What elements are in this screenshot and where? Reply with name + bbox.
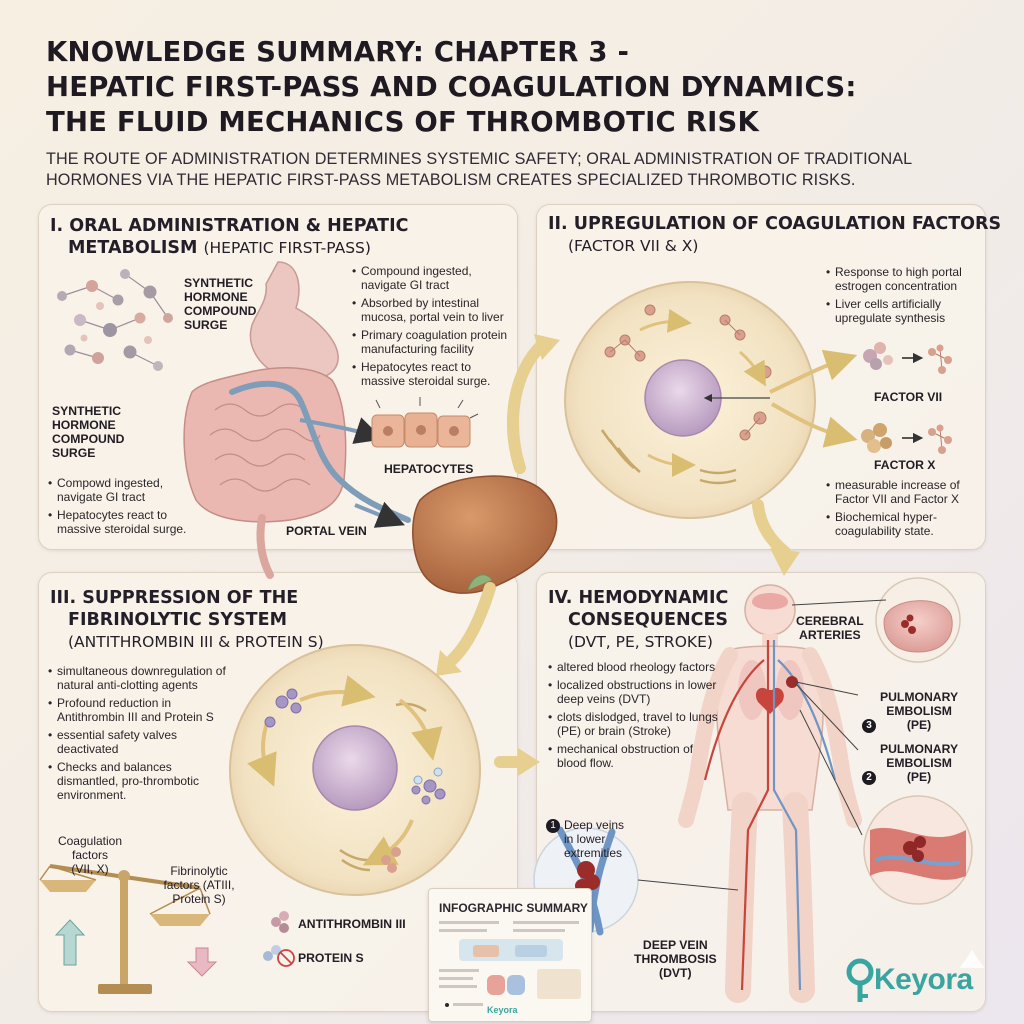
panel3-bullet-list: simultaneous downregulation of natural a…	[48, 664, 228, 806]
pe-label-2: PULMONARY EMBOLISM (PE)	[880, 742, 959, 784]
panel1-bullet: Compound ingested, navigate GI tract	[352, 264, 510, 292]
infographic-summary-thumbnail: INFOGRAPHIC SUMMARY Keyora	[428, 888, 592, 1022]
keyora-logo-mark	[846, 950, 984, 1002]
liver-illustration	[412, 475, 558, 594]
panel4-bullet: clots dislodged, travel to lungs (PE) or…	[548, 710, 720, 738]
panel4-bullet: localized obstructions in lower deep vei…	[548, 678, 720, 706]
subtitle-line-2: HORMONES VIA THE HEPATIC FIRST-PASS META…	[46, 171, 856, 189]
hepatocytes-illustration	[371, 397, 479, 448]
panel1-left-bullet: Hepatocytes react to massive steroidal s…	[48, 508, 188, 536]
panel1-heading-metabolism: METABOLISM	[68, 238, 198, 258]
coagulation-factors-label: Coagulation factors (VII, X)	[57, 834, 123, 876]
panel1-bullet: Primary coagulation protein manufacturin…	[352, 328, 510, 356]
compound-surge-label-left: SYNTHETIC HORMONE COMPOUND SURGE	[52, 404, 125, 460]
cerebral-arteries-label: CEREBRAL ARTERIES	[796, 614, 864, 642]
page-title-line-2: HEPATIC FIRST-PASS AND COAGULATION DYNAM…	[46, 71, 857, 103]
panel1-left-bullet-list: Compowd ingested, navigate GI tract Hepa…	[48, 476, 188, 540]
hepatocyte-cell-panel2	[564, 281, 858, 519]
panel4-bullet: altered blood rheology factors	[548, 660, 720, 674]
panel1-bullet: Hepatocytes react to massive steroidal s…	[352, 360, 510, 388]
antithrombin-iii-label: ANTITHROMBIN III	[298, 917, 406, 931]
flow-arrows	[446, 339, 791, 768]
panel3-heading-line1: III. SUPPRESSION OF THE	[50, 588, 299, 608]
panel1-heading-suffix: (HEPATIC FIRST-PASS)	[203, 239, 371, 257]
dvt-label: DEEP VEIN THROMBOSIS (DVT)	[634, 938, 717, 980]
panel3-heading-sub: (ANTITHROMBIN III & PROTEIN S)	[68, 633, 324, 651]
antithrombin-legend-icon	[271, 911, 289, 933]
panel2-bullet: Liver cells artificially upregulate synt…	[826, 297, 976, 325]
pe-number-3: 3	[862, 719, 876, 733]
panel4-heading-line1: IV. HEMODYNAMIC	[548, 588, 729, 608]
protein-s-legend-icon	[263, 945, 295, 967]
panel4-bullet-list: altered blood rheology factors localized…	[548, 660, 720, 774]
keyora-logo-text: Keyora	[874, 963, 973, 996]
page-title-line-1: KNOWLEDGE SUMMARY: CHAPTER 3 -	[46, 36, 630, 68]
fibrinolytic-factors-label: Fibrinolytic factors (ATIII, Protein S)	[163, 864, 235, 906]
panel4-bullet: mechanical obstruction of blood flow.	[548, 742, 720, 770]
hepatocytes-label: HEPATOCYTES	[384, 462, 474, 476]
panel1-bullet: Absorbed by intestinal mucosa, portal ve…	[352, 296, 510, 324]
infographic-summary-title: INFOGRAPHIC SUMMARY	[439, 901, 588, 915]
panel3-heading-sub-wrap: (ANTITHROMBIN III & PROTEIN S)	[68, 632, 324, 652]
panel3-bullet: simultaneous downregulation of natural a…	[48, 664, 228, 692]
hepatocyte-cell-panel3	[229, 644, 481, 896]
factor-vii-label: FACTOR VII	[874, 390, 943, 404]
panel2-heading-sub: (FACTOR VII & X)	[568, 237, 699, 255]
mini-summary-preview	[439, 921, 581, 1007]
brain-inset-illustration	[791, 577, 961, 663]
pe-number-2: 2	[862, 771, 876, 785]
intestines-illustration	[183, 367, 347, 579]
panel4-heading-sub: (DVT, PE, STROKE)	[568, 633, 713, 651]
panel2-heading: II. UPREGULATION OF COAGULATION FACTORS	[548, 214, 1002, 234]
panel2-bullet-list-bottom: measurable increase of Factor VII and Fa…	[826, 478, 978, 542]
panel2-bullet: Biochemical hyper-coagulability state.	[826, 510, 978, 538]
factor-vii-illustration	[863, 342, 952, 374]
panel2-bullet: Response to high portal estrogen concent…	[826, 265, 976, 293]
page-title-line-3: THE FLUID MECHANICS OF THROMBOTIC RISK	[46, 106, 760, 138]
pe-label-3-wrap: 3 PULMONARY EMBOLISM (PE)	[862, 690, 958, 733]
portal-vein-illustration	[229, 380, 411, 523]
mini-summary-brand: Keyora	[487, 1005, 518, 1015]
pe-label-3: PULMONARY EMBOLISM (PE)	[880, 690, 959, 732]
panel3-bullet: Profound reduction in Antithrombin III a…	[48, 696, 228, 724]
panel3-heading-line2: FIBRINOLYTIC SYSTEM	[68, 610, 287, 630]
balance-scale-illustration	[39, 864, 218, 994]
stomach-illustration	[249, 261, 339, 381]
panel1-left-bullet: Compowd ingested, navigate GI tract	[48, 476, 188, 504]
portal-vein-label: PORTAL VEIN	[286, 524, 367, 538]
compound-surge-label-top: SYNTHETIC HORMONE COMPOUND SURGE	[184, 276, 257, 332]
panel2-bullet: measurable increase of Factor VII and Fa…	[826, 478, 978, 506]
deep-veins-label: Deep veins in lower extremities	[564, 818, 625, 860]
panel1-heading-line2: METABOLISM (HEPATIC FIRST-PASS)	[68, 238, 371, 258]
subtitle-line-1: THE ROUTE OF ADMINISTRATION DETERMINES S…	[46, 150, 913, 168]
panel4-heading-sub-wrap: (DVT, PE, STROKE)	[568, 632, 713, 652]
panel1-bullet-list: Compound ingested, navigate GI tract Abs…	[352, 264, 510, 392]
factor-x-label: FACTOR X	[874, 458, 936, 472]
deep-veins-label-wrap: 1 Deep veins in lower extremities	[546, 818, 624, 860]
panel1-heading-line1: I. ORAL ADMINISTRATION & HEPATIC	[50, 216, 409, 236]
panel2-heading-sub-wrap: (FACTOR VII & X)	[568, 236, 698, 256]
clot-inset-illustration	[799, 709, 973, 905]
panel2-bullet-list-top: Response to high portal estrogen concent…	[826, 265, 976, 329]
pe-label-2-wrap: 2 PULMONARY EMBOLISM (PE)	[862, 742, 958, 785]
human-body-illustration	[678, 584, 862, 1003]
protein-s-label: PROTEIN S	[298, 951, 364, 965]
panel3-bullet: essential safety valves deactivated	[48, 728, 228, 756]
panel3-bullet: Checks and balances dismantled, pro-thro…	[48, 760, 228, 802]
deep-veins-number: 1	[546, 819, 560, 833]
molecule-cluster	[57, 269, 173, 371]
factor-x-illustration	[861, 423, 952, 454]
panel4-heading-line2: CONSEQUENCES	[568, 610, 729, 630]
